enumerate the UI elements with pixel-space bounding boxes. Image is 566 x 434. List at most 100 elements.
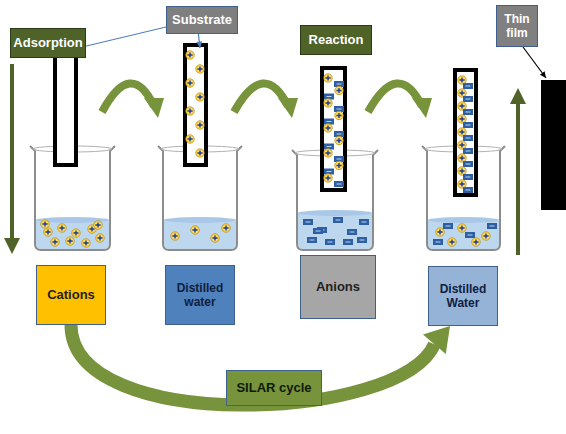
step-label: Adsorption — [10, 28, 86, 58]
minus-sign — [306, 222, 311, 223]
arrow-head — [423, 326, 450, 354]
cation — [472, 238, 480, 246]
plus-sign — [459, 77, 464, 82]
plus-sign — [187, 136, 192, 141]
anion — [463, 161, 473, 167]
minus-sign — [327, 121, 332, 122]
plus-sign — [172, 233, 177, 238]
anion — [359, 219, 369, 225]
minus-sign — [327, 96, 332, 97]
plus-sign — [83, 240, 88, 245]
substrate — [322, 68, 345, 190]
solution — [428, 220, 499, 249]
minus-sign — [337, 134, 342, 135]
anion — [463, 174, 473, 180]
down-arrow — [10, 64, 14, 240]
anion — [463, 135, 473, 141]
anion — [463, 122, 473, 128]
anion — [307, 237, 317, 243]
minus-sign — [466, 125, 471, 126]
up-arrow — [516, 102, 520, 255]
minus-sign — [436, 242, 441, 243]
minus-sign — [327, 146, 332, 147]
transfer-arrow — [102, 83, 154, 112]
minus-sign — [337, 184, 342, 185]
cation — [335, 136, 343, 144]
minus-sign — [350, 232, 355, 233]
plus-sign — [42, 221, 47, 226]
cation — [222, 224, 230, 232]
cation — [458, 76, 466, 84]
callout-box: Substrate — [166, 6, 238, 34]
plus-sign — [459, 103, 464, 108]
leader-head — [196, 41, 202, 48]
cation — [186, 135, 194, 143]
cation — [44, 228, 52, 236]
plus-sign — [473, 239, 478, 244]
cation — [196, 121, 204, 129]
cation — [458, 128, 466, 136]
cycle-arrow-body — [71, 325, 434, 405]
minus-sign — [466, 86, 471, 87]
minus-sign — [362, 222, 367, 223]
cation — [458, 167, 466, 175]
cation — [458, 89, 466, 97]
cation — [324, 124, 332, 132]
cation — [186, 107, 194, 115]
arrow-head — [4, 238, 20, 254]
plus-sign — [449, 239, 454, 244]
plus-sign — [459, 90, 464, 95]
solution-label: Anions — [300, 255, 376, 319]
anion — [333, 217, 343, 223]
anion — [443, 223, 453, 229]
anion — [334, 181, 344, 187]
minus-sign — [466, 138, 471, 139]
plus-sign — [336, 163, 341, 168]
plus-sign — [459, 129, 464, 134]
cation — [458, 115, 466, 123]
plus-sign — [325, 100, 330, 105]
arrow-head — [144, 98, 164, 118]
cation — [51, 238, 59, 246]
cation — [324, 149, 332, 157]
solution-label: Distilled Water — [428, 266, 498, 326]
anion — [313, 228, 323, 234]
plus-sign — [459, 168, 464, 173]
plus-sign — [192, 227, 197, 232]
plus-sign — [325, 75, 330, 80]
cation — [335, 111, 343, 119]
plus-sign — [97, 235, 102, 240]
plus-sign — [325, 125, 330, 130]
solution-surface — [164, 217, 236, 223]
plus-sign — [197, 66, 202, 71]
plus-sign — [483, 233, 488, 238]
minus-sign — [316, 231, 321, 232]
plus-sign — [59, 225, 64, 230]
cation — [458, 224, 466, 232]
cation — [186, 51, 194, 59]
solution-surface — [298, 210, 372, 216]
arrow-head — [510, 88, 526, 104]
plus-sign — [197, 94, 202, 99]
label-text: Anions — [316, 279, 360, 295]
cation — [171, 232, 179, 240]
minus-sign — [337, 84, 342, 85]
cation — [196, 93, 204, 101]
minus-sign — [466, 177, 471, 178]
label-text: Adsorption — [13, 35, 82, 51]
plus-sign — [459, 225, 464, 230]
cation — [186, 79, 194, 87]
label-text: Distilled water — [170, 281, 230, 310]
leader-line — [523, 47, 546, 78]
cation — [96, 234, 104, 242]
cation — [458, 180, 466, 188]
anion — [463, 148, 473, 154]
minus-sign — [466, 99, 471, 100]
label-text: Thin film — [501, 12, 533, 41]
solution — [298, 213, 372, 249]
cation — [196, 149, 204, 157]
solution-label: Distilled water — [165, 265, 235, 325]
minus-sign — [446, 226, 451, 227]
plus-sign — [67, 238, 72, 243]
cation — [324, 174, 332, 182]
